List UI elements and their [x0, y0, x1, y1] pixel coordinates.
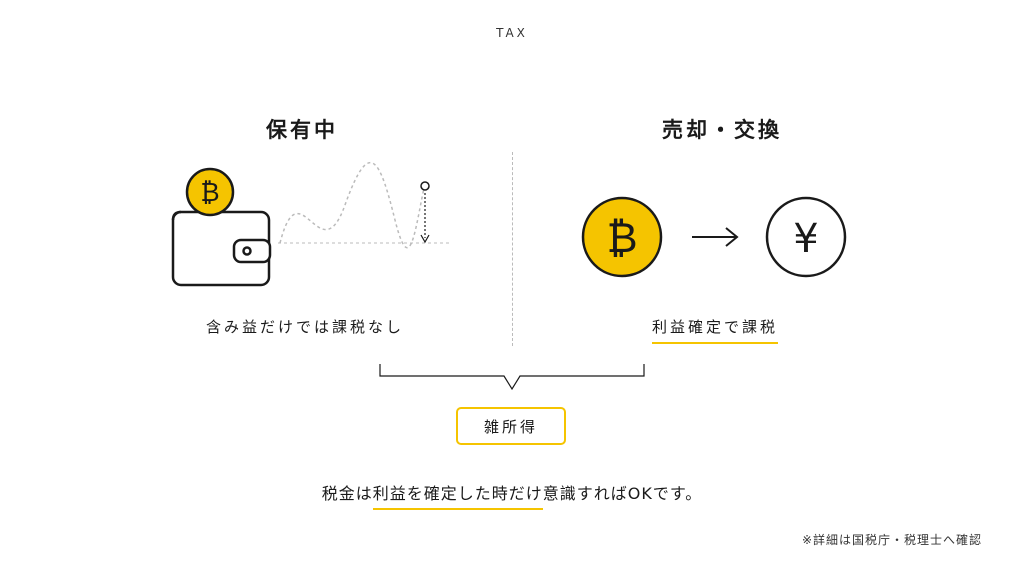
sell-caption: 利益確定で課税 [651, 318, 778, 344]
summary-after: 意識すればOKです。 [542, 484, 703, 503]
price-line-icon [278, 162, 452, 249]
wallet-icon [171, 210, 272, 287]
yen-symbol: ¥ [793, 216, 818, 262]
left-coin-symbol: ₿ [200, 178, 219, 208]
page-tag: TAX [496, 26, 528, 40]
yen-coin-icon: ¥ [765, 196, 847, 278]
bitcoin-coin-large-icon: ₿ [581, 196, 663, 278]
summary-before: 税金は [321, 484, 373, 503]
bracket-icon [379, 364, 645, 391]
arrow-right-icon [692, 227, 739, 247]
summary-text: 税金は利益を確定した時だけ意識すればOKです。 [0, 480, 1024, 510]
column-divider [512, 152, 513, 346]
sell-caption-wrap: 利益確定で課税 [620, 316, 810, 344]
bitcoin-coin-icon: ₿ [185, 167, 235, 217]
miscellaneous-income-badge: 雑所得 [456, 407, 566, 445]
right-coin-symbol: ₿ [606, 213, 637, 262]
footnote: ※詳細は国税庁・税理士へ確認 [801, 533, 982, 547]
holding-caption: 含み益だけでは課税なし [205, 318, 404, 336]
sell-exchange-heading: 売却・交換 [662, 118, 782, 142]
summary-highlight: 利益を確定した時だけ [372, 484, 543, 510]
holding-heading: 保有中 [266, 118, 338, 142]
